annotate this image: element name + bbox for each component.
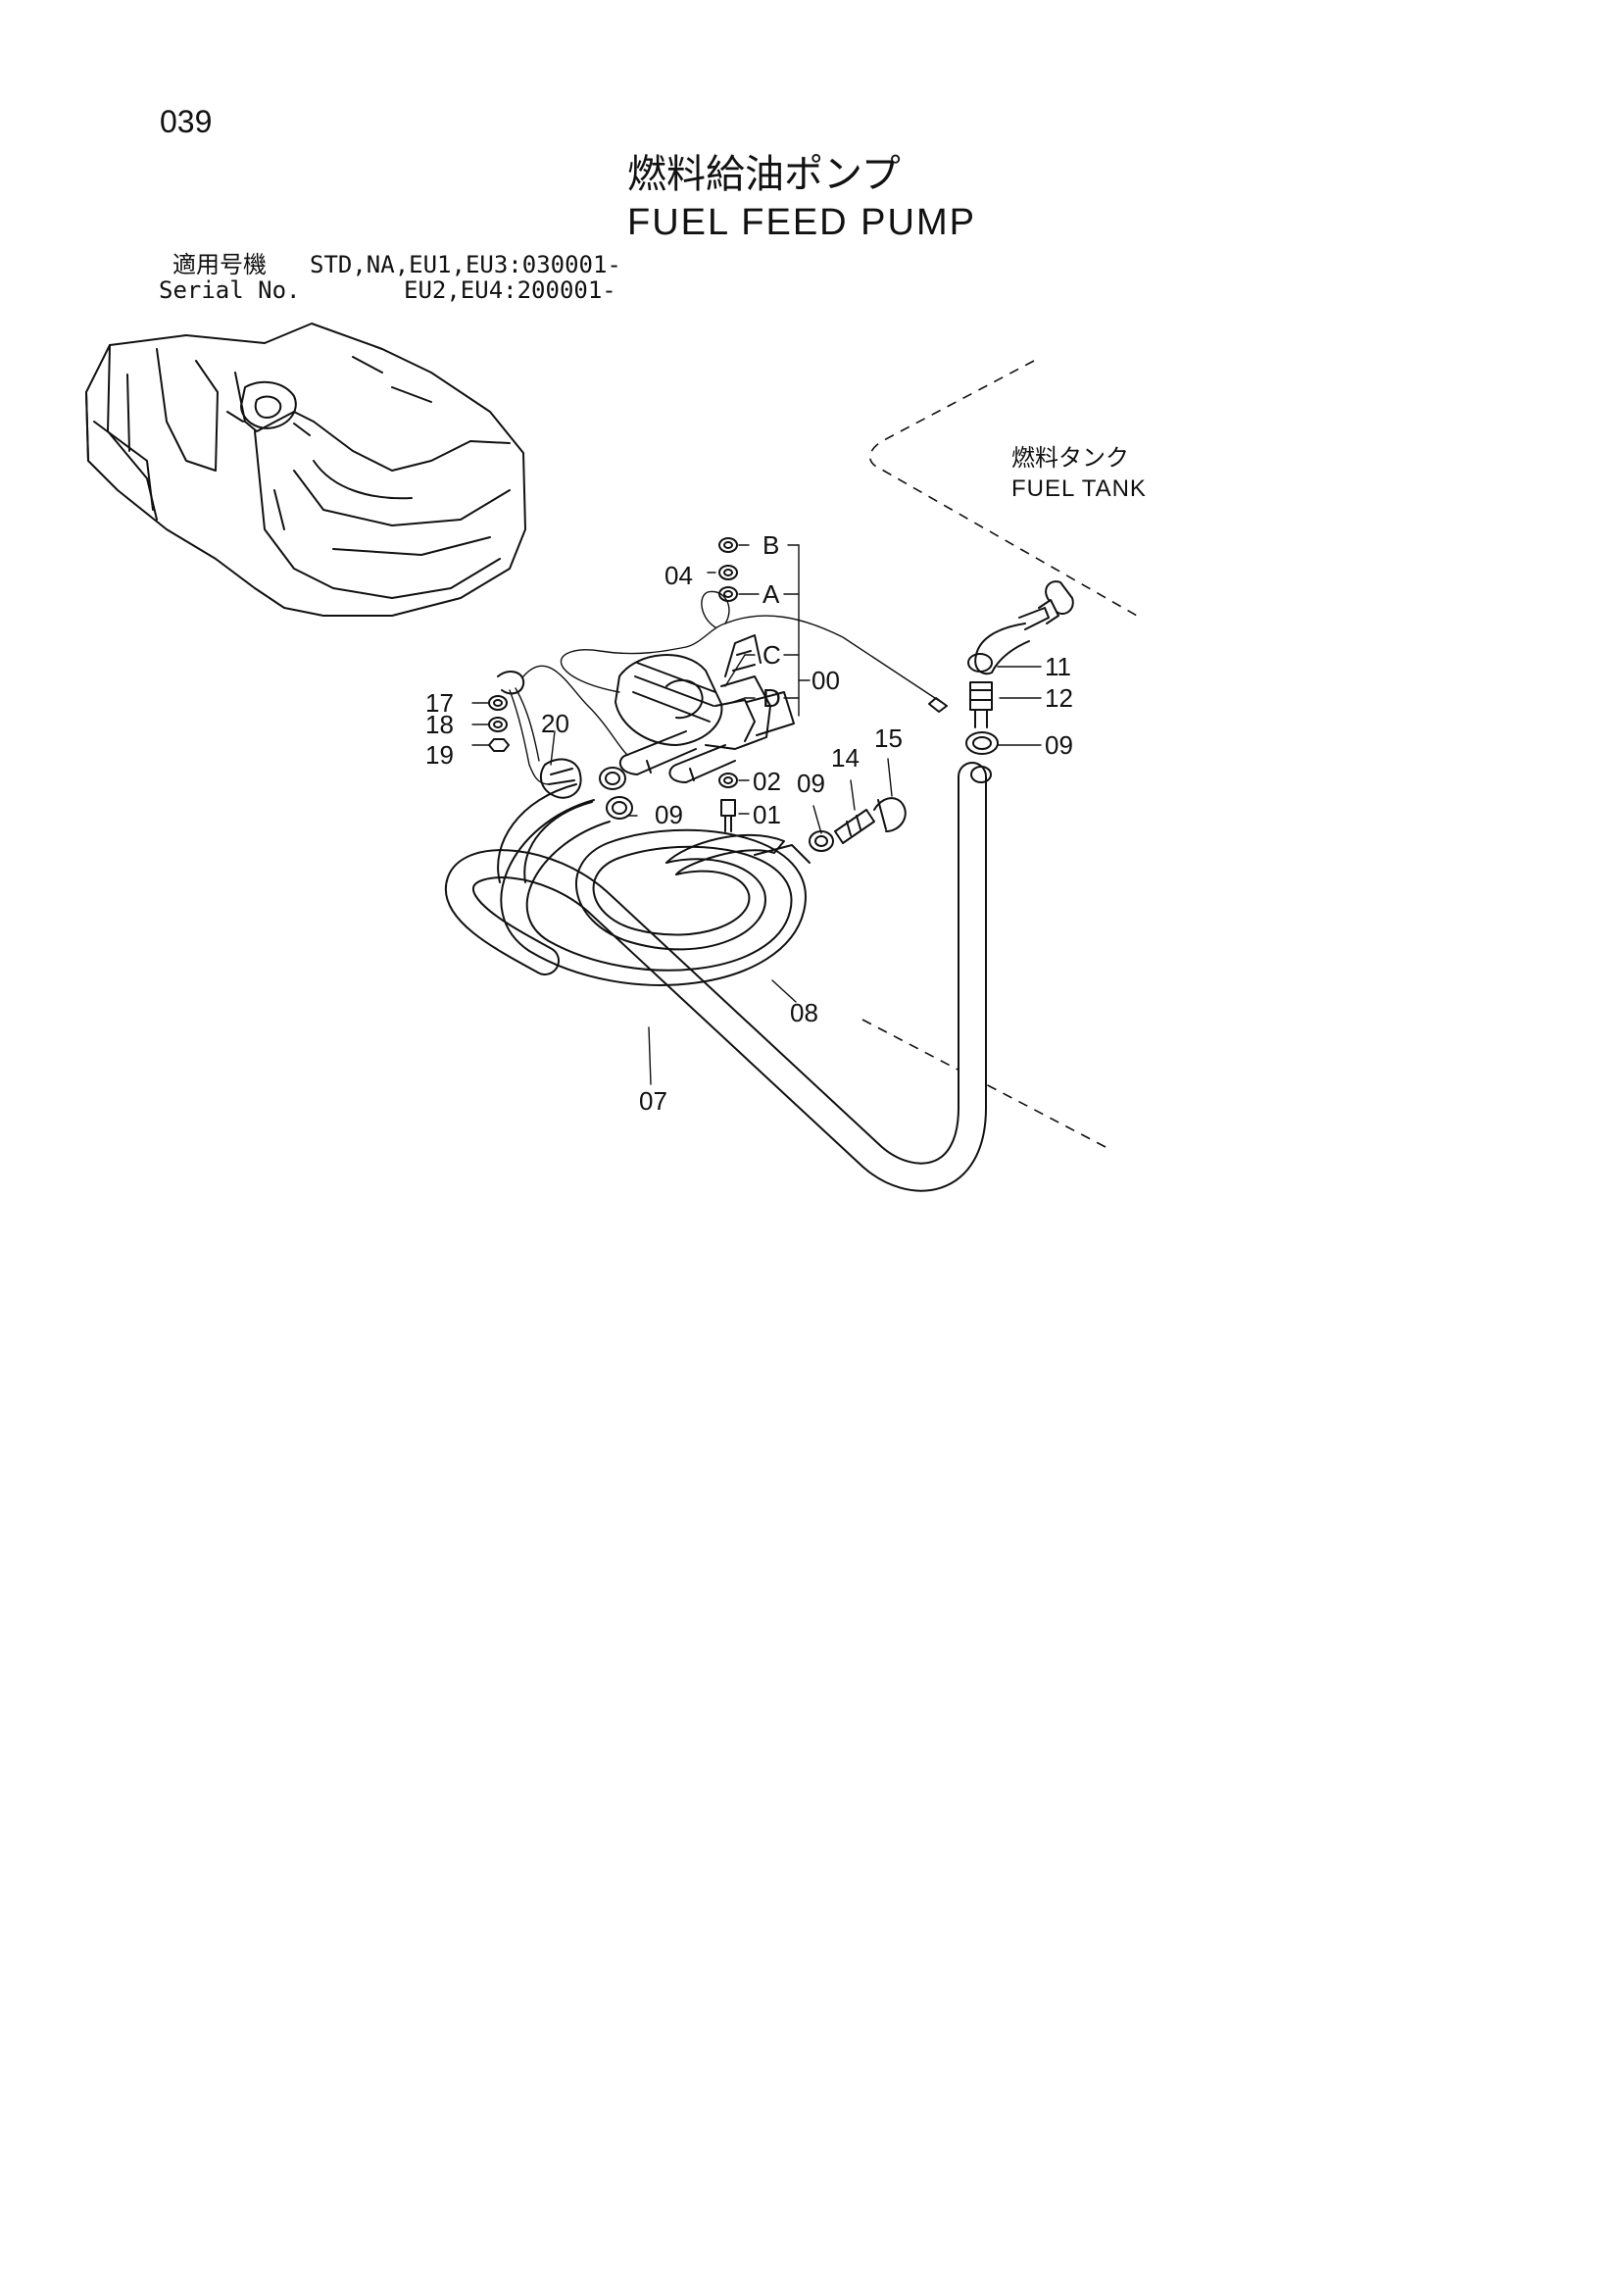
callout-b: B — [762, 530, 779, 560]
fuel-feed-pump — [560, 590, 948, 783]
callout-bracket-00 — [724, 544, 811, 717]
serial-label-japanese: 適用号機 — [172, 251, 267, 278]
callout-01: 01 — [753, 800, 781, 829]
callout-a: A — [762, 579, 780, 609]
callout-d: D — [762, 683, 781, 713]
fuel-tank-label-japanese: 燃料タンク — [1011, 444, 1129, 472]
callout-14: 14 — [831, 743, 860, 773]
fuel-tank-outline — [861, 360, 1138, 1148]
callout-09-left: 09 — [655, 800, 683, 829]
callout-17: 17 — [425, 688, 454, 718]
serial-label-english: Serial No. — [159, 276, 301, 304]
callout-19: 19 — [425, 740, 454, 770]
hose-08-coil — [497, 783, 811, 986]
callout-15: 15 — [874, 724, 903, 753]
callout-18: 18 — [425, 710, 454, 739]
title-japanese: 燃料給油ポンプ — [627, 152, 901, 197]
callout-09-right: 09 — [1045, 730, 1073, 760]
title-english: FUEL FEED PUMP — [627, 202, 976, 243]
callout-04: 04 — [664, 561, 693, 590]
hose-07 — [445, 762, 987, 1192]
hose-clamps-09 — [599, 731, 999, 852]
page-number: 039 — [160, 104, 213, 139]
leader-lines — [471, 572, 1042, 1085]
serial-range-line2: EU2,EU4:200001- — [404, 276, 616, 304]
callout-08: 08 — [790, 998, 818, 1027]
hardware-washers — [488, 537, 738, 832]
callout-c: C — [762, 640, 781, 670]
excavator-overview-illustration — [85, 323, 526, 617]
callout-12: 12 — [1045, 683, 1073, 713]
fittings-14-15 — [834, 797, 907, 844]
callout-02: 02 — [753, 767, 781, 796]
callout-07: 07 — [639, 1086, 667, 1116]
callout-00: 00 — [812, 666, 840, 695]
fuel-tank-label-english: FUEL TANK — [1011, 475, 1147, 502]
callout-11: 11 — [1045, 652, 1071, 681]
callout-20: 20 — [541, 709, 569, 738]
wire-harness-20 — [497, 665, 628, 799]
serial-range-line1: STD,NA,EU1,EU3:030001- — [310, 251, 621, 278]
callout-09-mid: 09 — [797, 769, 825, 798]
tank-fittings-11-12 — [967, 580, 1074, 783]
